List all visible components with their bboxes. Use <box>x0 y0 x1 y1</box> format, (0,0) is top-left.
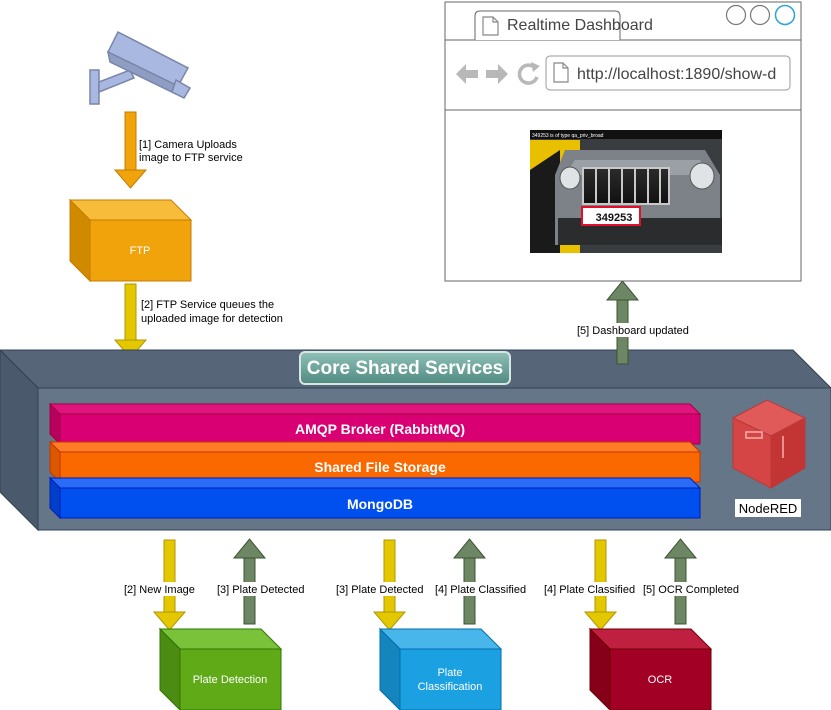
label-bg-3 <box>333 582 427 596</box>
step5-label: [5] Dashboard updated <box>577 325 689 337</box>
dashboard-car-image <box>530 130 722 253</box>
address-url: http://localhost:1890/show-d <box>577 66 776 83</box>
arrow-plate-classified-down <box>583 539 618 631</box>
browser-tab[interactable] <box>474 10 621 40</box>
nodered-label: NodeRED <box>739 501 798 516</box>
back-arrow-icon[interactable] <box>456 64 478 84</box>
shared-file-storage-bar <box>48 440 702 484</box>
step2-label-line1: [2] FTP Service queues the <box>141 299 274 311</box>
window-minimize-button[interactable] <box>725 4 747 26</box>
label-bg-5 <box>541 582 637 596</box>
license-plate-number: 349253 <box>596 212 633 224</box>
core-title-badge <box>299 351 511 385</box>
ocr-completed-label: [5] OCR Completed <box>643 584 739 596</box>
mongodb-label: MongoDB <box>347 496 413 512</box>
address-bar[interactable] <box>545 55 791 91</box>
arrow-ftp-to-core <box>113 283 148 359</box>
label-bg-4 <box>432 582 528 596</box>
ftp-label: FTP <box>130 245 151 257</box>
step2-label-line2: uploaded image for detection <box>141 313 283 325</box>
amqp-broker-label: AMQP Broker (RabbitMQ) <box>295 421 465 437</box>
ocr-box <box>588 627 713 710</box>
ftp-box <box>68 198 193 283</box>
plate-classified-down-label: [4] Plate Classified <box>544 584 635 596</box>
amqp-broker-bar <box>48 402 702 446</box>
core-title: Core Shared Services <box>307 358 503 379</box>
plate-classification-box <box>378 627 503 710</box>
nodered-icon <box>731 399 807 489</box>
step1-label-line2: image to FTP service <box>139 152 243 164</box>
step5-label-bg <box>574 323 692 337</box>
plate-detection-box <box>158 627 283 710</box>
label-bg-1 <box>121 582 195 596</box>
arrow-plate-classified-up <box>452 538 487 625</box>
plate-detected-down-label: [3] Plate Detected <box>336 584 423 596</box>
arrow-camera-to-ftp <box>113 111 148 189</box>
plate-detected-up-label: [3] Plate Detected <box>217 584 304 596</box>
plate-classification-label-line1: Plate <box>437 667 462 679</box>
window-maximize-button[interactable] <box>749 4 771 26</box>
page-icon <box>482 16 499 36</box>
security-camera-icon <box>89 30 192 105</box>
label-bg-6 <box>640 582 740 596</box>
ocr-label: OCR <box>648 674 673 686</box>
nodered-label-bg <box>735 499 801 517</box>
browser-tab-title: Realtime Dashboard <box>507 17 653 34</box>
plate-classified-up-label: [4] Plate Classified <box>435 584 526 596</box>
arrow-ocr-completed-up <box>663 538 698 625</box>
new-image-label: [2] New Image <box>124 584 195 596</box>
mongodb-bar <box>48 476 702 520</box>
arrow-plate-detected-down <box>372 539 407 631</box>
label-bg-2 <box>214 582 306 596</box>
plate-detection-label: Plate Detection <box>193 674 268 686</box>
address-page-icon <box>553 62 569 83</box>
step1-label-line1: [1] Camera Uploads <box>139 139 237 151</box>
window-close-button[interactable] <box>774 4 796 26</box>
dashboard-image-caption: 349253 is of type qa_priv_broad <box>532 133 604 139</box>
plate-classification-label-line2: Classification <box>418 681 483 693</box>
reload-icon[interactable] <box>517 62 540 85</box>
forward-arrow-icon[interactable] <box>486 64 508 84</box>
arrow-plate-detected-up <box>232 538 267 625</box>
arrow-new-image <box>152 539 187 631</box>
shared-file-storage-label: Shared File Storage <box>314 459 446 475</box>
